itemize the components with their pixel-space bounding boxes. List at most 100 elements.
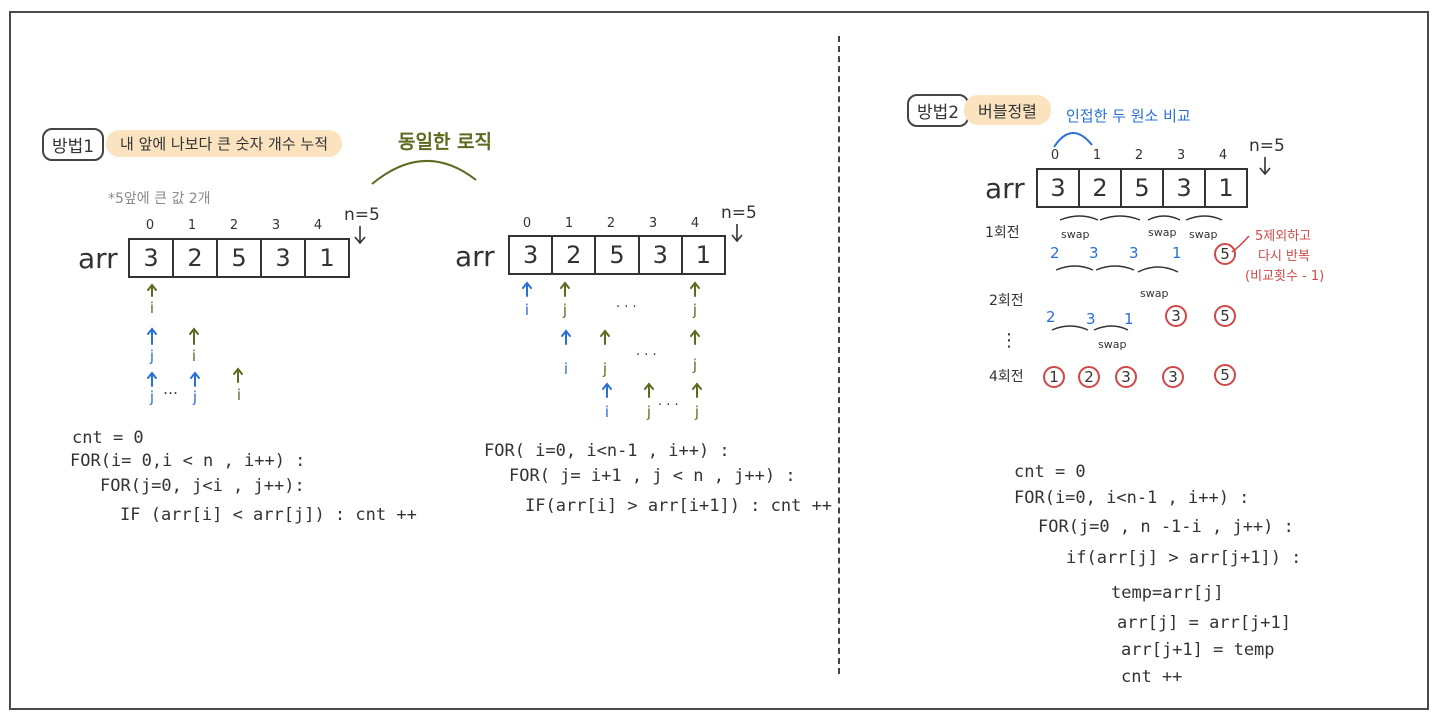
round1-value: 2 [1050, 244, 1060, 262]
array3-index: 3 [1176, 148, 1186, 163]
array2-index: 2 [606, 216, 616, 231]
dots: · · · [658, 398, 679, 413]
pointer-j: j [692, 301, 698, 319]
method1-code-line: FOR(i= 0,i < n , i++) : [70, 451, 306, 471]
swap-arc [1051, 325, 1089, 331]
array1-index: 2 [229, 218, 239, 233]
red-note-pointer [1231, 235, 1250, 253]
array2-index: 1 [564, 216, 574, 231]
up-arrow [602, 382, 612, 398]
round4-label: 4회전 [989, 369, 1024, 385]
round1-value: 3 [1089, 244, 1099, 262]
method2-code-line: temp=arr[j] [1111, 583, 1224, 603]
method1b-code-line: IF(arr[i] > arr[i+1]) : cnt ++ [525, 496, 833, 516]
array3-cells: 3 2 5 3 1 [1036, 168, 1248, 208]
array3-index: 1 [1092, 148, 1102, 163]
array3-cell: 3 [1162, 170, 1204, 206]
method1b-code-line: FOR( i=0, i<n-1 , i++) : [484, 441, 730, 461]
array1-n-label: n=5 [344, 205, 380, 225]
array1-index: 4 [313, 218, 323, 233]
red-note-line: 5제외하고 [1255, 229, 1312, 244]
array2-cell: 5 [594, 237, 637, 273]
method2-code-line: if(arr[j] > arr[j+1]) : [1066, 548, 1302, 568]
array1-cell: 2 [172, 240, 216, 276]
dots: · · · [636, 348, 657, 363]
up-arrow [190, 371, 200, 387]
outer-frame [9, 11, 1429, 710]
pointer-j: j [562, 301, 568, 319]
swap-label: swap [1098, 338, 1127, 351]
array3-cell: 3 [1050, 174, 1066, 202]
method2-code-line: arr[j+1] = temp [1121, 640, 1275, 660]
round2-label: 2회전 [989, 293, 1024, 309]
n-arrow [731, 224, 743, 243]
round1-value: 3 [1129, 244, 1139, 262]
up-arrow [560, 281, 570, 297]
compare-note: 인접한 두 원소 비교 [1066, 107, 1191, 125]
array3-cell: 5 [1120, 170, 1162, 206]
array2-cells: 3 2 5 3 1 [508, 235, 726, 275]
red-note-line: 다시 반복 [1258, 249, 1310, 264]
array2-cell: 1 [680, 237, 724, 273]
array1-cells: 3 2 5 3 1 [128, 238, 350, 278]
up-arrow [600, 329, 610, 345]
array1-label: arr [78, 242, 118, 275]
pointer-i: i [149, 299, 155, 317]
array1-index: 3 [271, 218, 281, 233]
method2-code-line: arr[j] = arr[j+1] [1117, 613, 1291, 633]
up-arrow [644, 382, 654, 398]
dashed-divider [838, 36, 840, 674]
up-arrow [189, 327, 199, 345]
array3-index: 4 [1218, 148, 1228, 163]
pointer-j: j [192, 388, 198, 406]
up-arrow [147, 283, 157, 297]
array3-cell: 2 [1078, 170, 1120, 206]
pointer-j: j [694, 403, 700, 421]
up-arrow [690, 281, 700, 297]
pointer-i: i [604, 403, 610, 421]
swap-arc [1095, 265, 1135, 271]
swap-arc [1137, 266, 1179, 273]
swap-label: swap [1140, 287, 1169, 300]
same-logic-label: 동일한 로직 [398, 131, 493, 153]
array2-n-label: n=5 [721, 203, 757, 223]
vertical-ellipsis: ⋮ [1000, 330, 1018, 351]
array3-cell: 1 [1204, 170, 1246, 206]
swap-arc [1185, 215, 1223, 221]
round2-value: 2 [1046, 308, 1056, 326]
pointer-j: j [646, 403, 652, 421]
up-arrow [147, 327, 157, 345]
method2-title: 버블정렬 [964, 95, 1051, 125]
up-arrow [233, 367, 243, 383]
ellipsis: … [163, 380, 178, 398]
swap-arc [1093, 325, 1129, 331]
method2-code-line: FOR(i=0, i<n-1 , i++) : [1014, 488, 1250, 508]
array1-index: 1 [187, 218, 197, 233]
method1-code-line: IF (arr[i] < arr[j]) : cnt ++ [120, 505, 417, 525]
array1-cell: 1 [304, 240, 348, 276]
round2-fixed-circle: 3 [1165, 305, 1187, 327]
swap-arc [1059, 215, 1099, 221]
same-logic-arc [371, 160, 477, 185]
round2-value: 1 [1124, 310, 1134, 328]
round4-circle: 2 [1078, 366, 1100, 388]
round4-circle: 1 [1043, 366, 1065, 388]
pointer-j: j [602, 360, 608, 378]
round4-circle: 5 [1214, 364, 1236, 386]
round4-circle: 3 [1115, 366, 1137, 388]
swap-arc [1055, 265, 1094, 271]
swap-label: swap [1148, 226, 1177, 239]
swap-label: swap [1189, 228, 1218, 241]
pointer-i: i [563, 360, 569, 378]
pointer-i: i [191, 347, 197, 365]
round2-value: 3 [1086, 310, 1096, 328]
array3-index: 2 [1134, 148, 1144, 163]
up-arrow [147, 371, 157, 387]
round1-value: 1 [1172, 244, 1182, 262]
swap-arc [1099, 215, 1141, 221]
array3-n-label: n=5 [1249, 136, 1285, 156]
array2-label: arr [455, 240, 495, 273]
array2-cell: 2 [551, 237, 594, 273]
n-arrow [354, 226, 366, 245]
